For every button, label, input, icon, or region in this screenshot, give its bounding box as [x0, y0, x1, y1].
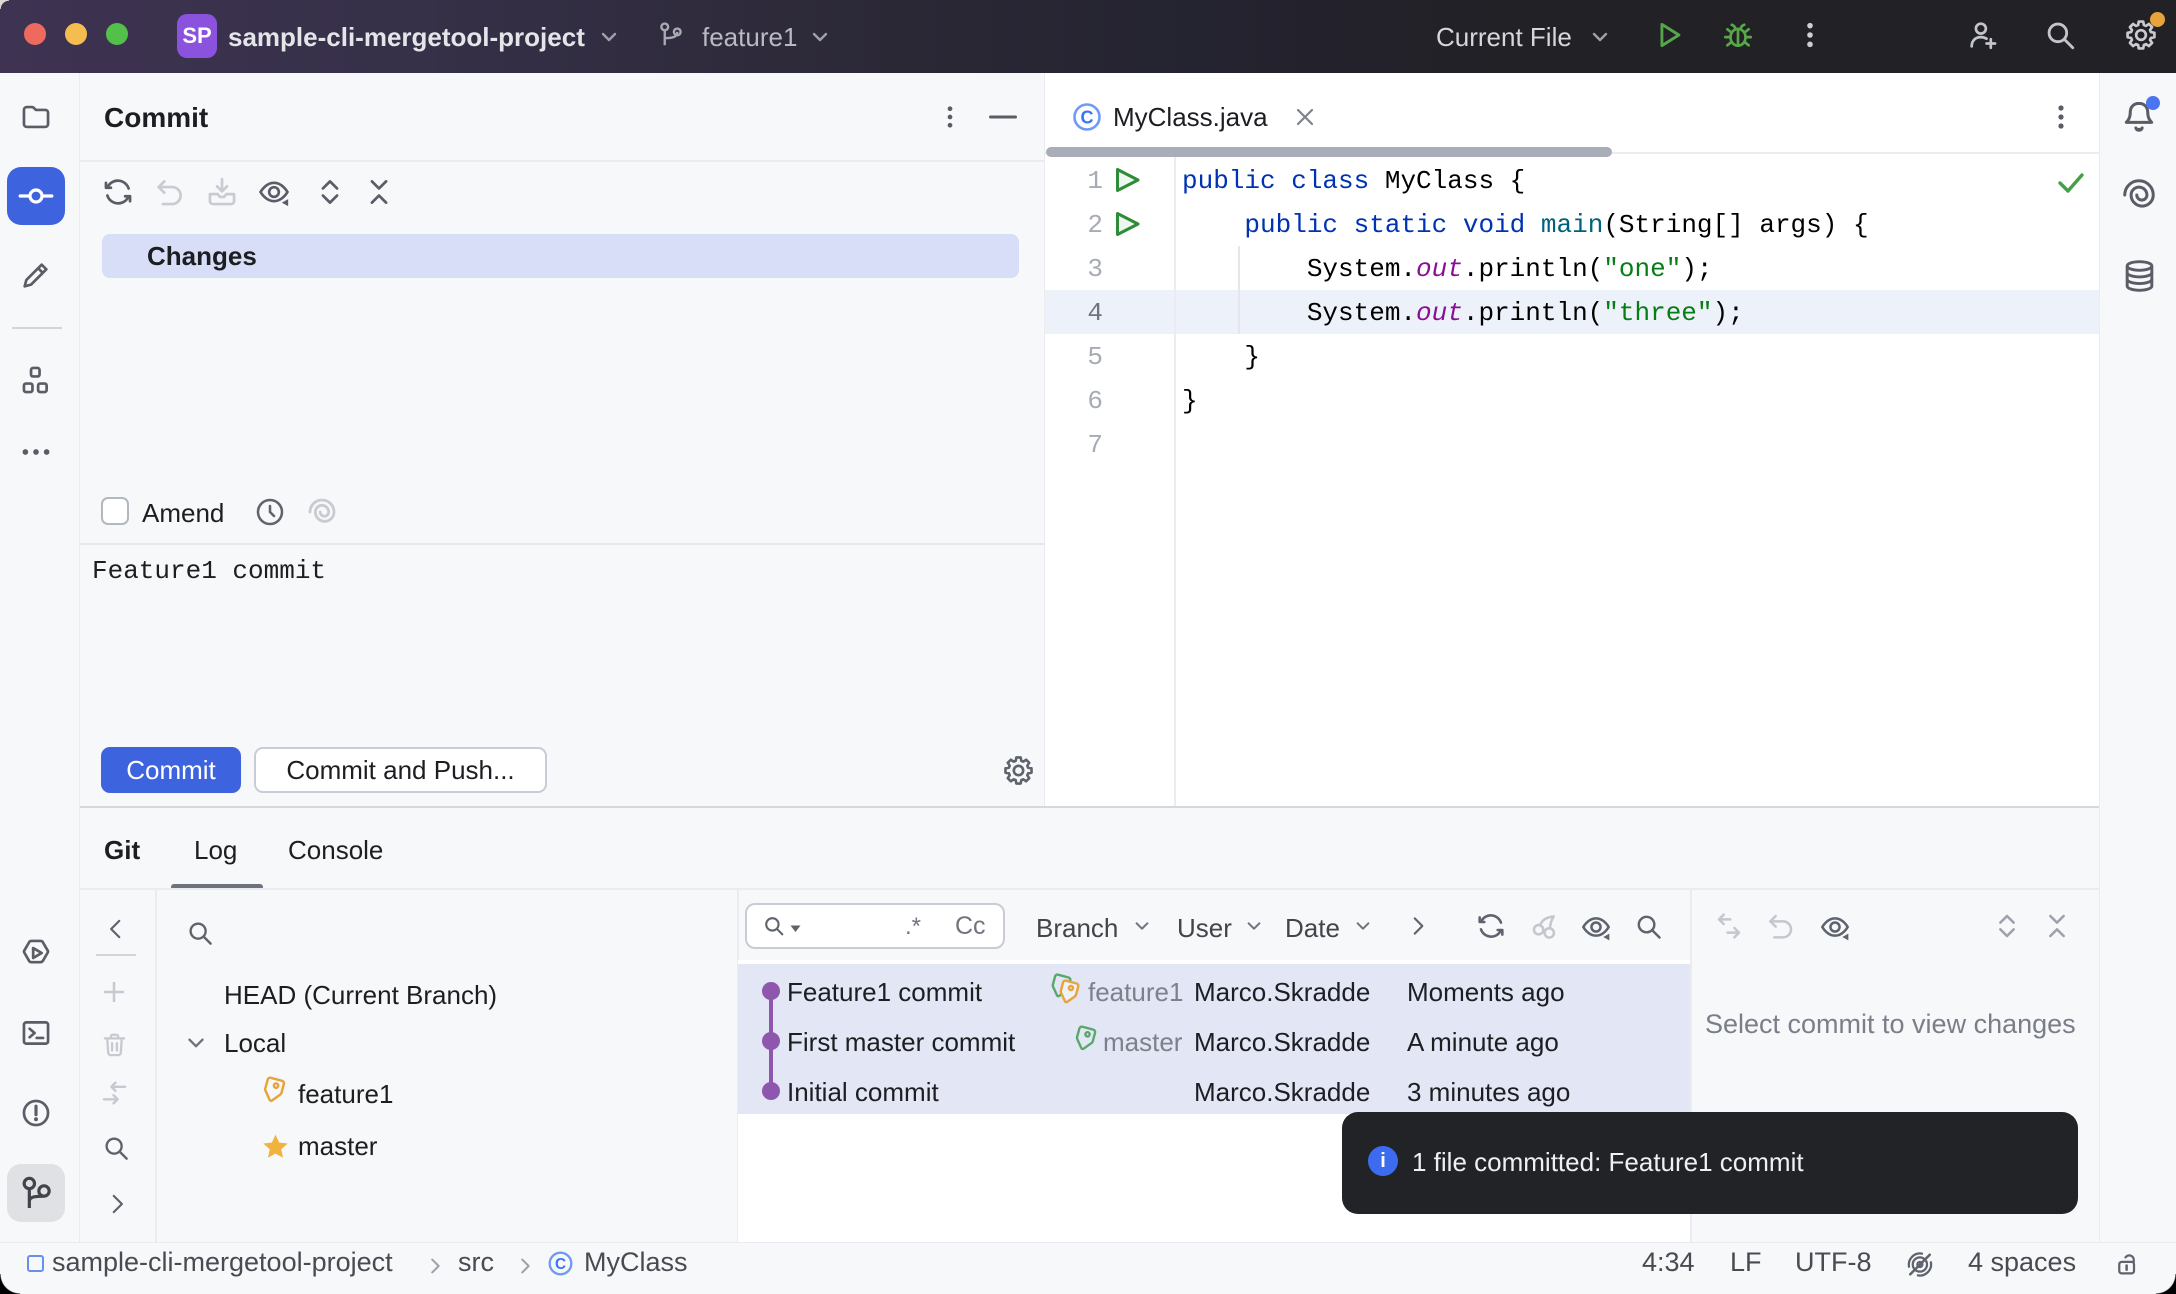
svg-text:C: C	[1081, 108, 1094, 128]
svg-text:C: C	[555, 1256, 566, 1273]
